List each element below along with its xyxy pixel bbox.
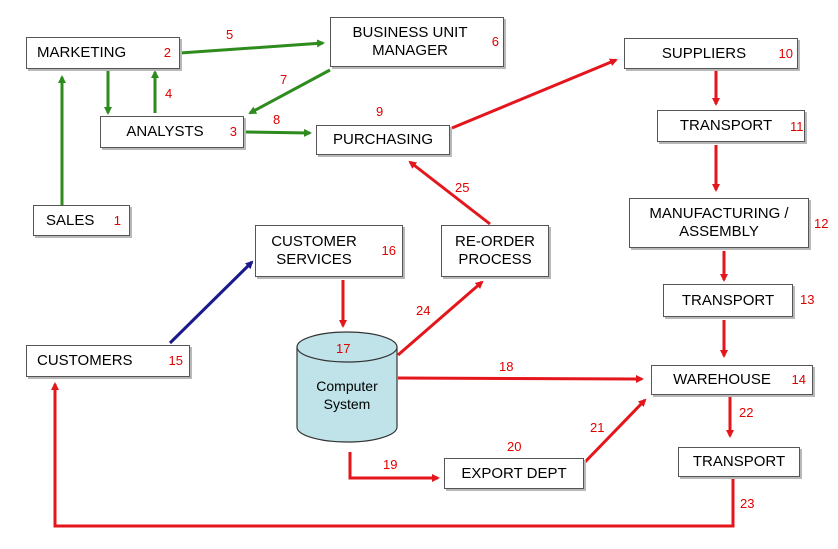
transport-2-label: TRANSPORT xyxy=(681,291,775,309)
step-24: 24 xyxy=(416,303,431,318)
sales-number: 1 xyxy=(113,212,121,228)
arrow-reorder-purchasing xyxy=(408,160,491,226)
step-7: 7 xyxy=(280,72,288,87)
transport-box-1: TRANSPORT xyxy=(657,110,805,142)
warehouse-number: 14 xyxy=(791,372,806,387)
warehouse-box: WAREHOUSE 14 xyxy=(651,365,813,395)
arrow-computer-reorder xyxy=(397,280,484,357)
sales-box: SALES 1 xyxy=(33,205,130,236)
purchasing-number: 9 xyxy=(376,104,384,119)
step-25: 25 xyxy=(455,180,470,195)
suppliers-label: SUPPLIERS xyxy=(661,44,747,62)
step-5: 5 xyxy=(226,27,234,42)
arrow-export-warehouse xyxy=(583,398,647,464)
step-19: 19 xyxy=(383,457,398,472)
warehouse-label: WAREHOUSE xyxy=(673,371,771,388)
marketing-box: MARKETING 2 xyxy=(26,37,180,69)
marketing-label: MARKETING xyxy=(37,44,127,61)
suppliers-number: 10 xyxy=(778,45,793,61)
computer-system-number: 17 xyxy=(336,341,351,356)
business-unit-manager-label: BUSINESS UNIT MANAGER xyxy=(352,24,468,59)
step-8: 8 xyxy=(273,112,281,127)
arrow-marketing-bum xyxy=(179,39,325,55)
suppliers-box: SUPPLIERS 10 xyxy=(624,38,798,69)
arrow-customers-custserv xyxy=(168,260,254,345)
computer-system-cylinder xyxy=(296,331,398,443)
analysts-number: 3 xyxy=(229,124,237,139)
arrow-computer-export xyxy=(348,452,440,482)
customer-services-box: CUSTOMER SERVICES 16 xyxy=(255,225,403,277)
transport-1-label: TRANSPORT xyxy=(679,117,773,134)
marketing-number: 2 xyxy=(163,45,171,60)
reorder-process-box: RE-ORDER PROCESS xyxy=(441,225,549,277)
arrow-analysts-purchasing xyxy=(244,128,312,137)
customer-services-number: 16 xyxy=(381,243,396,258)
customers-box: CUSTOMERS 15 xyxy=(26,345,190,377)
manufacturing-assembly-label: MANUFACTURING / ASSEMBLY xyxy=(649,205,789,240)
customers-number: 15 xyxy=(168,353,183,368)
step-22: 22 xyxy=(739,405,754,420)
customers-label: CUSTOMERS xyxy=(37,352,133,369)
export-dept-box: EXPORT DEPT xyxy=(444,458,584,489)
analysts-label: ANALYSTS xyxy=(126,123,204,140)
sales-label: SALES xyxy=(46,211,95,229)
arrow-transport-customers xyxy=(51,382,735,528)
step-4: 4 xyxy=(165,86,173,101)
arrow-bum-analysts xyxy=(248,68,331,115)
transport-box-3: TRANSPORT xyxy=(678,447,800,477)
customer-services-label: CUSTOMER SERVICES xyxy=(271,233,357,268)
arrow-purchasing-suppliers xyxy=(451,58,618,130)
reorder-process-label: RE-ORDER PROCESS xyxy=(454,233,535,268)
purchasing-label: PURCHASING xyxy=(332,131,433,148)
step-20: 20 xyxy=(507,439,522,454)
transport-box-2: TRANSPORT xyxy=(663,284,793,317)
step-23: 23 xyxy=(740,496,755,511)
export-dept-label: EXPORT DEPT xyxy=(461,464,567,482)
business-unit-manager-number: 6 xyxy=(491,34,499,49)
transport-1-number: 11 xyxy=(790,119,804,134)
manufacturing-assembly-number: 12 xyxy=(814,216,829,231)
step-18: 18 xyxy=(499,359,514,374)
computer-system-label: Computer System xyxy=(316,378,378,412)
arrow-computer-warehouse xyxy=(397,374,644,383)
analysts-box: ANALYSTS 3 xyxy=(100,116,244,148)
manufacturing-assembly-box: MANUFACTURING / ASSEMBLY xyxy=(629,198,809,248)
transport-3-label: TRANSPORT xyxy=(692,453,786,470)
step-21: 21 xyxy=(590,420,605,435)
business-unit-manager-box: BUSINESS UNIT MANAGER 6 xyxy=(330,17,504,67)
transport-2-number: 13 xyxy=(800,292,815,307)
purchasing-box: PURCHASING xyxy=(316,125,450,155)
